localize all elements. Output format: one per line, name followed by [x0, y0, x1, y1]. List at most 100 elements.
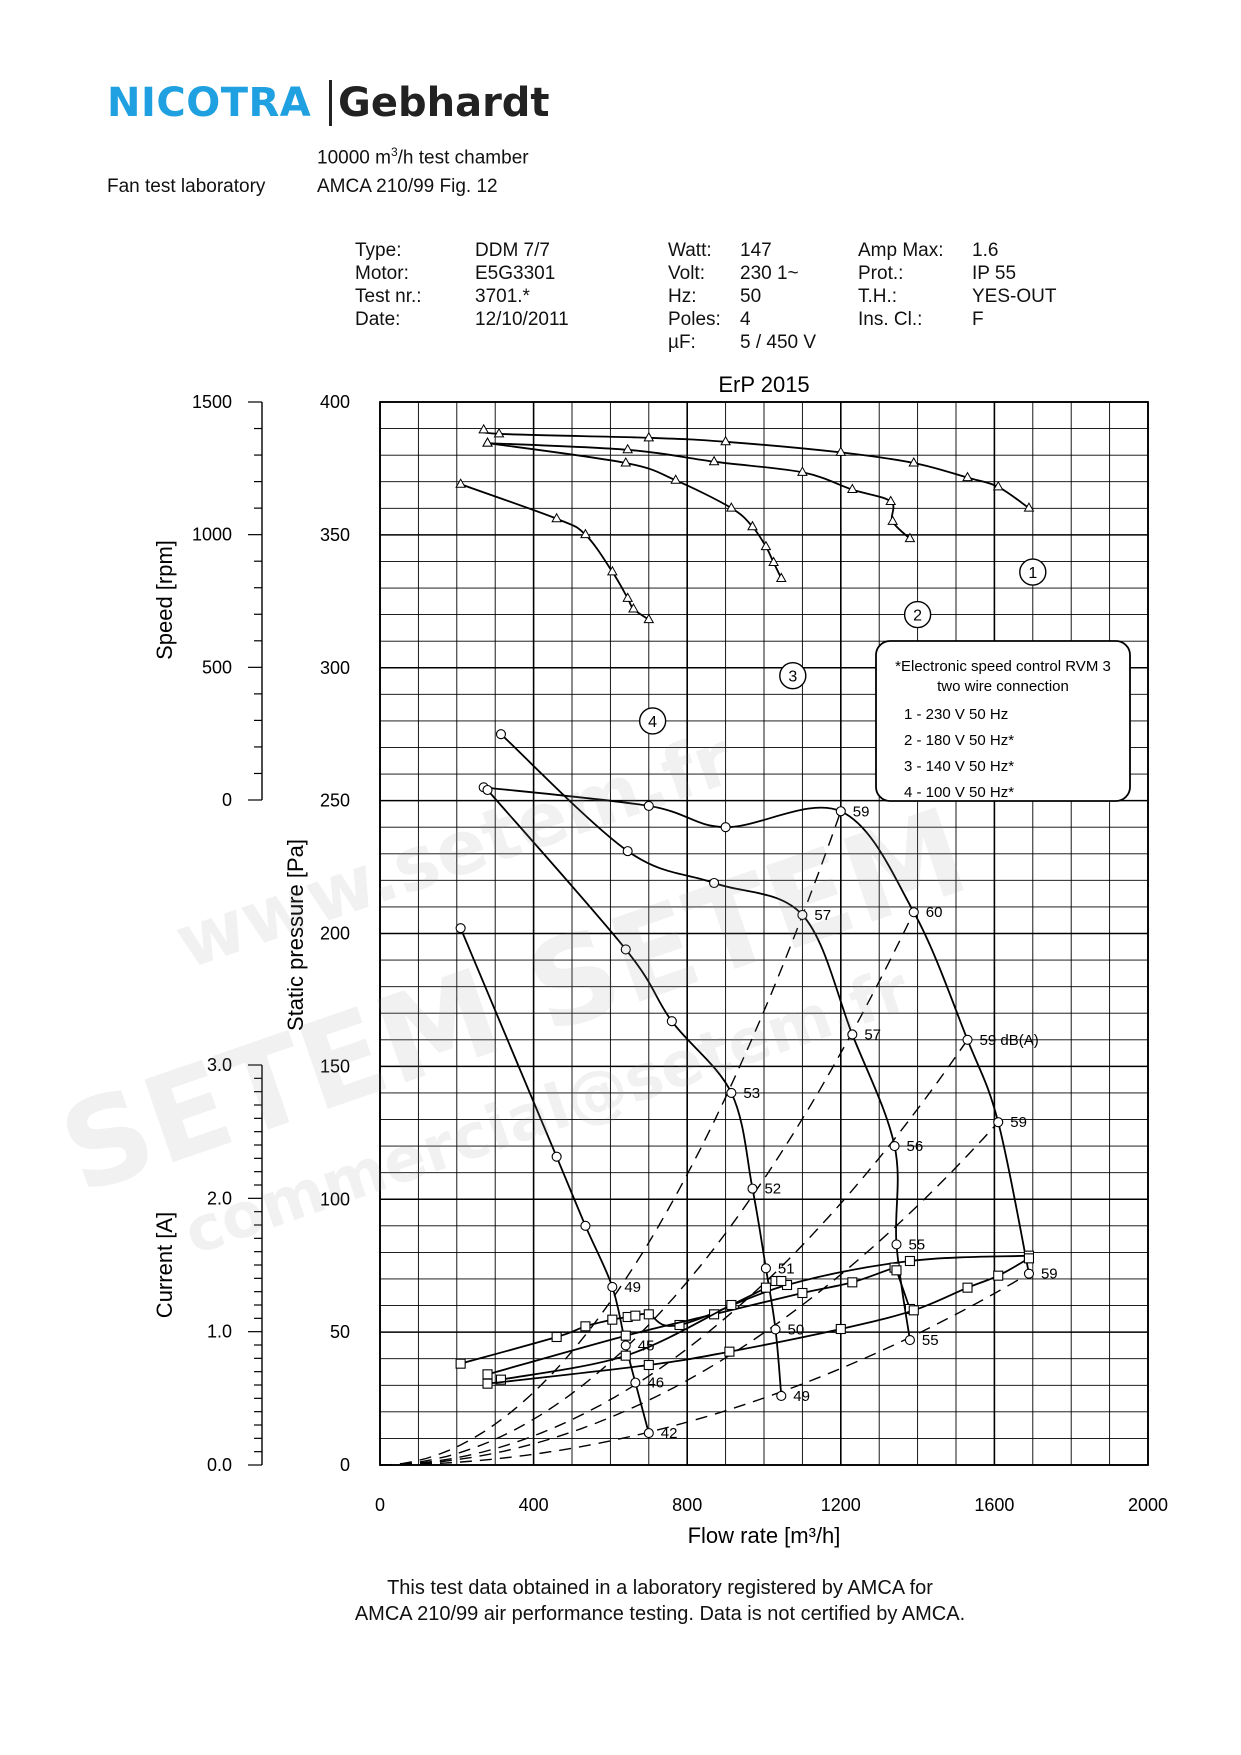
- current-point-1: [643, 1309, 654, 1320]
- noise-label: 59 dB(A): [980, 1032, 1039, 1049]
- speed-point-3: [760, 540, 772, 551]
- pressure-point-4: [455, 923, 466, 934]
- test-chamber-label: 10000 m3/h test chamber: [317, 145, 529, 169]
- curve-tag-label: 4: [648, 714, 657, 731]
- pressure-axis-label: Static pressure [Pa]: [283, 839, 308, 1031]
- speed-point-3: [775, 572, 787, 582]
- plot-frame: [379, 401, 1149, 1466]
- spec-value: 3701.*: [475, 286, 530, 307]
- current-point-2: [847, 1277, 858, 1288]
- current-point-2: [482, 1369, 493, 1380]
- speed-curve-3: [487, 442, 783, 579]
- current-tick-label: 1.0: [207, 1322, 232, 1342]
- noise-label: 59: [1041, 1266, 1058, 1283]
- y-tick-label: 300: [320, 658, 350, 678]
- pressure-point-2: [847, 1029, 858, 1040]
- legend-item: 4 - 100 V 50 Hz*: [904, 784, 1014, 801]
- spec-label: Watt:: [668, 240, 712, 261]
- pressure-point-2: [495, 729, 507, 740]
- pressure-point-1: [993, 1117, 1004, 1128]
- system-curve: [379, 1039, 969, 1466]
- x-tick-label: 800: [672, 1495, 702, 1515]
- pressure-point-4: [620, 1340, 631, 1351]
- spec-value: F: [972, 309, 984, 330]
- spec-value: 4: [740, 309, 751, 330]
- noise-label: 60: [926, 904, 943, 921]
- pressure-point-4: [643, 1428, 654, 1439]
- x-axis-label: Flow rate [m³/h]: [688, 1523, 841, 1548]
- curve-tag-label: 3: [788, 669, 797, 686]
- curve-tag-circle: [779, 662, 807, 690]
- noise-label: 59: [1010, 1114, 1027, 1131]
- noise-label: 46: [647, 1375, 664, 1392]
- x-tick-label: 2000: [1128, 1495, 1168, 1515]
- y-tick-label: 50: [330, 1322, 350, 1342]
- pressure-point-1: [720, 822, 731, 833]
- spec-value: E5G3301: [475, 263, 556, 284]
- x-tick-label: 1200: [821, 1495, 861, 1515]
- noise-label: 52: [764, 1181, 781, 1198]
- curve-tag-circle: [638, 707, 667, 735]
- pressure-point-2: [891, 1239, 902, 1250]
- current-point-2: [797, 1287, 808, 1299]
- pressure-point-4: [607, 1281, 618, 1292]
- speed-point-3: [747, 520, 758, 531]
- speed-tick-label: 1500: [192, 392, 232, 412]
- current-point-3: [726, 1299, 737, 1311]
- current-tick-label: 0.0: [207, 1455, 232, 1475]
- speed-point-4: [455, 478, 466, 488]
- current-tick-label: 3.0: [207, 1055, 232, 1075]
- current-point-4: [908, 1305, 919, 1316]
- curve-tag-circle: [903, 600, 932, 629]
- y-tick-label: 400: [320, 392, 350, 412]
- current-curve-3: [500, 1279, 782, 1381]
- pressure-point-4: [551, 1151, 562, 1162]
- pressure-point-3: [482, 784, 493, 796]
- noise-label: 57: [864, 1026, 881, 1043]
- pressure-point-3: [666, 1016, 677, 1027]
- current-point-4: [482, 1378, 493, 1389]
- pressure-point-2: [709, 877, 720, 889]
- noise-label: 49: [624, 1279, 641, 1296]
- spec-label: Poles:: [668, 309, 721, 330]
- pressure-point-4: [630, 1377, 641, 1388]
- current-point-4: [1023, 1253, 1035, 1264]
- current-point-3: [620, 1350, 631, 1361]
- pressure-point-2: [904, 1335, 915, 1346]
- y-tick-label: 250: [320, 791, 350, 811]
- current-point-3: [776, 1275, 787, 1287]
- current-point-1: [551, 1331, 562, 1343]
- speed-point-4: [643, 613, 655, 624]
- speed-point-2: [708, 455, 720, 466]
- footer-line-2: AMCA 210/99 air performance testing. Dat…: [354, 1603, 966, 1625]
- x-tick-label: 400: [519, 1495, 549, 1515]
- curve-tag-circle: [1019, 558, 1047, 586]
- noise-label: 50: [788, 1321, 805, 1338]
- chart-title: ErP 2015: [718, 372, 809, 397]
- spec-value: DDM 7/7: [475, 240, 550, 261]
- noise-label: 49: [793, 1388, 810, 1405]
- pressure-point-1: [908, 907, 919, 918]
- system-curve: [379, 811, 842, 1466]
- speed-point-2: [885, 495, 897, 505]
- noise-label: 53: [743, 1085, 760, 1102]
- pressure-point-2: [889, 1141, 900, 1152]
- speed-point-2: [846, 483, 858, 494]
- pressure-point-3: [726, 1087, 737, 1098]
- pressure-point-3: [776, 1390, 787, 1401]
- speed-point-1: [493, 427, 505, 438]
- current-curve-4: [487, 1257, 1030, 1385]
- current-point-1: [580, 1321, 591, 1332]
- logo-gebhardt: Gebhardt: [338, 80, 550, 126]
- speed-point-4: [622, 592, 634, 602]
- pressure-point-3: [760, 1263, 771, 1274]
- pressure-point-3: [620, 944, 631, 955]
- current-point-4: [643, 1359, 654, 1371]
- spec-value: 50: [740, 286, 762, 307]
- noise-label: 42: [661, 1425, 678, 1442]
- x-tick-label: 1600: [974, 1495, 1014, 1515]
- pressure-point-1: [1023, 1268, 1035, 1279]
- spec-label: Type:: [355, 240, 402, 261]
- current-point-4: [724, 1346, 735, 1357]
